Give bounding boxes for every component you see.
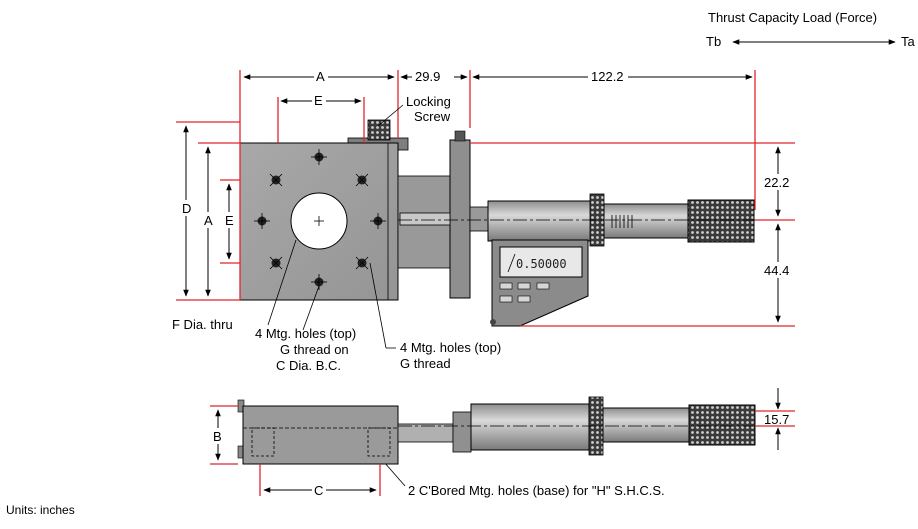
callout-mtg-c-1: 4 Mtg. holes (top) [255,326,356,341]
dim-a-left: A [204,213,213,228]
thrust-tb-label: Tb [706,34,721,49]
lcd-display [499,246,583,278]
thrust-capacity-title: Thrust Capacity Load (Force) [708,10,877,25]
callout-mtg-c-3: C Dia. B.C. [276,358,341,373]
callout-cbored: 2 C'Bored Mtg. holes (base) for "H" S.H.… [408,483,665,498]
callout-leaders [267,104,406,487]
micrometer-sleeve [603,203,689,239]
mounting-hole-x-icon [269,173,369,270]
readout-button-1 [499,282,513,290]
callout-mtg-c-2: G thread on [280,342,349,357]
callout-locking-1: Locking [406,94,451,109]
readout-button-5 [517,295,531,303]
callout-locking-2: Screw [414,109,451,124]
side-barrel [470,403,590,451]
dim-e-left: E [225,213,234,228]
dim-15-7: 15.7 [764,412,789,427]
locking-screw [367,119,391,141]
dim-a-top: A [316,69,325,84]
thrust-capacity-legend: Thrust Capacity Load (Force) Tb Ta [706,10,916,49]
dim-e-top: E [314,93,323,108]
dim-44-4: 44.4 [764,263,789,278]
dim-122-2: 122.2 [591,69,624,84]
top-dimensions [176,70,795,327]
lcd-reading: 0.50000 [516,257,567,271]
side-view [237,396,770,465]
dim-b-side: B [213,429,222,444]
mounting-hole-icon [254,149,386,290]
dim-d-left: D [182,201,191,216]
callout-mtg-g-2: G thread [400,356,451,371]
units-note: Units: inches [6,503,75,517]
knurled-knob [687,199,755,243]
micrometer-barrel [487,200,593,242]
callout-mtg-g-1: 4 Mtg. holes (top) [400,340,501,355]
callout-f-dia: F Dia. thru [172,317,233,332]
side-knurled-knob [688,404,756,446]
dim-22-2: 22.2 [764,175,789,190]
top-view: 0.50000 [239,119,770,327]
dim-29-9: 29.9 [415,69,440,84]
spindle [399,212,451,226]
dim-c-bottom: C [314,483,323,498]
thrust-ta-label: Ta [901,34,916,49]
readout-button-4 [499,295,513,303]
end-plate [449,139,471,299]
side-dimensions [210,388,795,498]
readout-button-2 [517,282,531,290]
readout-button-3 [536,282,550,290]
side-block [242,405,399,465]
